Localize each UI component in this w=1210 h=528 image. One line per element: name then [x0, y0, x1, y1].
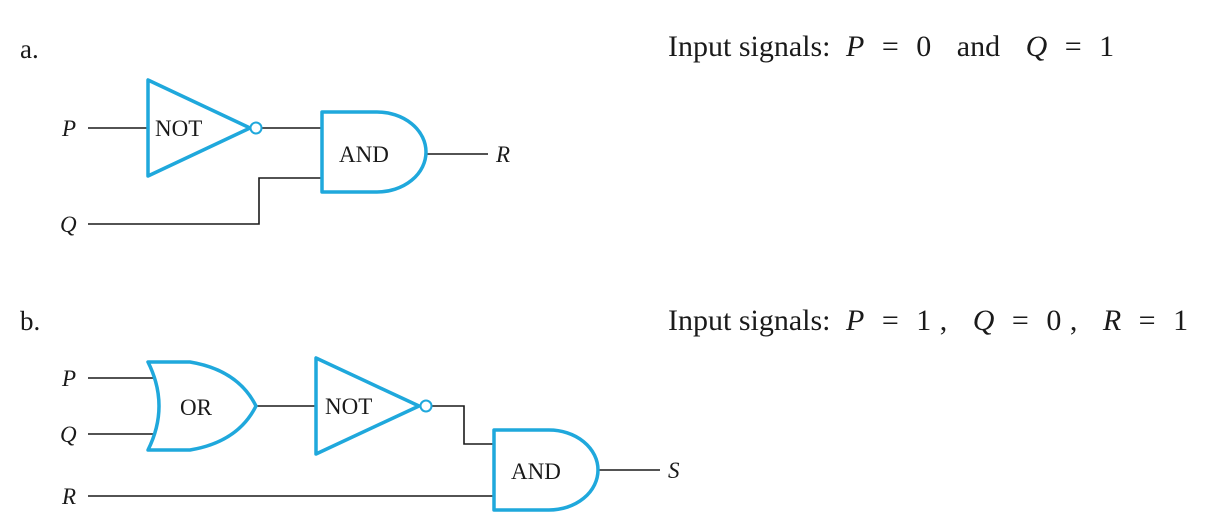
signal-a-q: Q [60, 212, 77, 237]
cond-b-2-value: 1 [1173, 304, 1188, 337]
not-gate-a: NOT [146, 78, 263, 178]
not-gate-b-body [314, 356, 421, 456]
and-gate-b-body [492, 428, 600, 512]
cond-b-2-var: R [1102, 304, 1121, 337]
not-gate-b-label: NOT [325, 394, 372, 419]
input-signals-b-prefix: Input signals: [668, 304, 831, 337]
and-gate-a-body [320, 110, 428, 194]
and-gate-b-label: AND [511, 459, 561, 484]
or-gate-b-body [146, 360, 258, 452]
cond-a-0-op: = [882, 30, 899, 63]
cond-a-1-value: 1 [1099, 30, 1114, 63]
not-gate-a-bubble [249, 121, 263, 135]
cond-a-1-var: Q [1026, 30, 1048, 63]
wire-b-not-to-and [432, 405, 494, 445]
cond-b-1-value: 0 [1046, 304, 1061, 337]
circuit-b: b. OR NOT AND P Q R S Input sig [20, 304, 1188, 512]
cond-b-0-op: = [882, 304, 899, 337]
and-gate-a: AND [320, 110, 428, 194]
and-gate-a-label: AND [339, 142, 389, 167]
cond-b-0-sep: , [940, 304, 948, 337]
or-gate-b: OR [146, 360, 258, 452]
cond-b-0-value: 1 [916, 304, 931, 337]
and-gate-b: AND [492, 428, 600, 512]
cond-a-0-sep: and [957, 30, 1000, 63]
part-b-label: b. [20, 306, 40, 336]
signal-a-output: R [495, 142, 510, 167]
cond-b-1-op: = [1012, 304, 1029, 337]
not-gate-a-body [146, 78, 252, 178]
not-gate-b-bubble [419, 399, 433, 413]
input-signals-b: Input signals: P = 1 , Q = 0 , R = 1 [668, 304, 1188, 337]
or-gate-b-label: OR [180, 395, 213, 420]
signal-a-p: P [61, 116, 76, 141]
circuit-a: a. NOT AND P Q R Input signals: P = 0 an… [20, 30, 1114, 237]
not-gate-b: NOT [314, 356, 433, 456]
signal-b-p: P [61, 366, 76, 391]
not-gate-a-label: NOT [155, 116, 202, 141]
signal-b-q: Q [60, 422, 77, 447]
part-a-label: a. [20, 34, 39, 64]
cond-b-2-op: = [1139, 304, 1156, 337]
input-signals-a-prefix: Input signals: [668, 30, 831, 63]
input-signals-a: Input signals: P = 0 and Q = 1 [668, 30, 1114, 63]
cond-b-1-sep: , [1070, 304, 1078, 337]
cond-b-0-var: P [845, 304, 864, 337]
cond-a-1-op: = [1065, 30, 1082, 63]
wire-a-q-input [88, 177, 322, 225]
cond-a-0-var: P [845, 30, 864, 63]
signal-b-output: S [668, 458, 680, 483]
signal-b-r: R [61, 484, 76, 509]
cond-b-1-var: Q [973, 304, 995, 337]
cond-a-0-value: 0 [916, 30, 931, 63]
